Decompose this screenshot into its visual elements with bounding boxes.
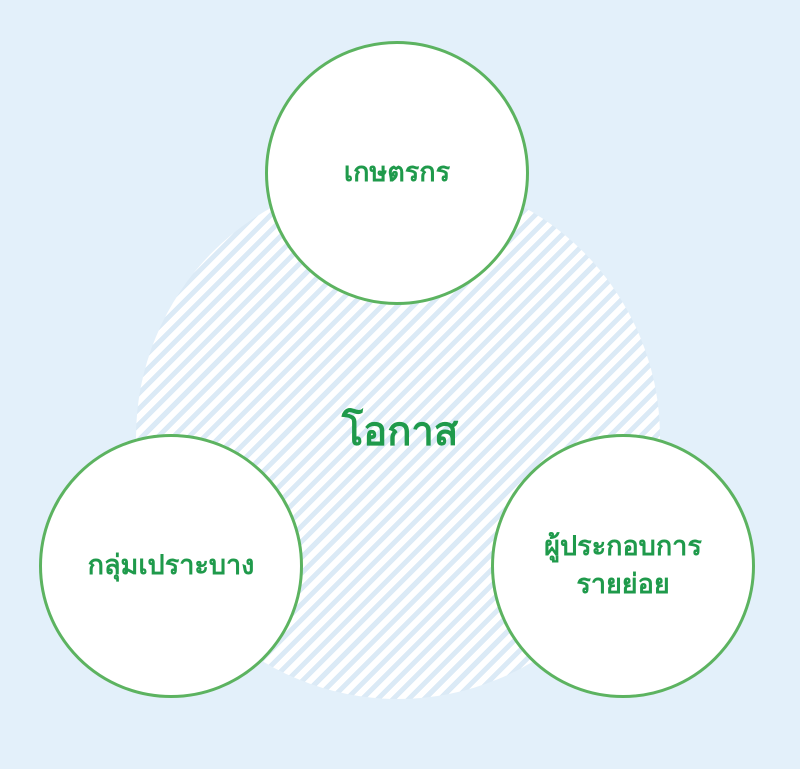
node-farmers-label: เกษตรกร [343, 157, 451, 188]
node-small-entrepreneurs: ผู้ประกอบการ รายย่อย [491, 434, 755, 698]
node-vulnerable-groups-label: กลุ่มเปราะบาง [87, 550, 255, 581]
node-small-entrepreneurs-line1: ผู้ประกอบการ [544, 531, 702, 562]
node-small-entrepreneurs-line2: รายย่อย [576, 569, 670, 600]
node-farmers: เกษตรกร [265, 41, 529, 305]
center-label: โอกาส [341, 409, 459, 455]
node-vulnerable-groups: กลุ่มเปราะบาง [39, 434, 303, 698]
